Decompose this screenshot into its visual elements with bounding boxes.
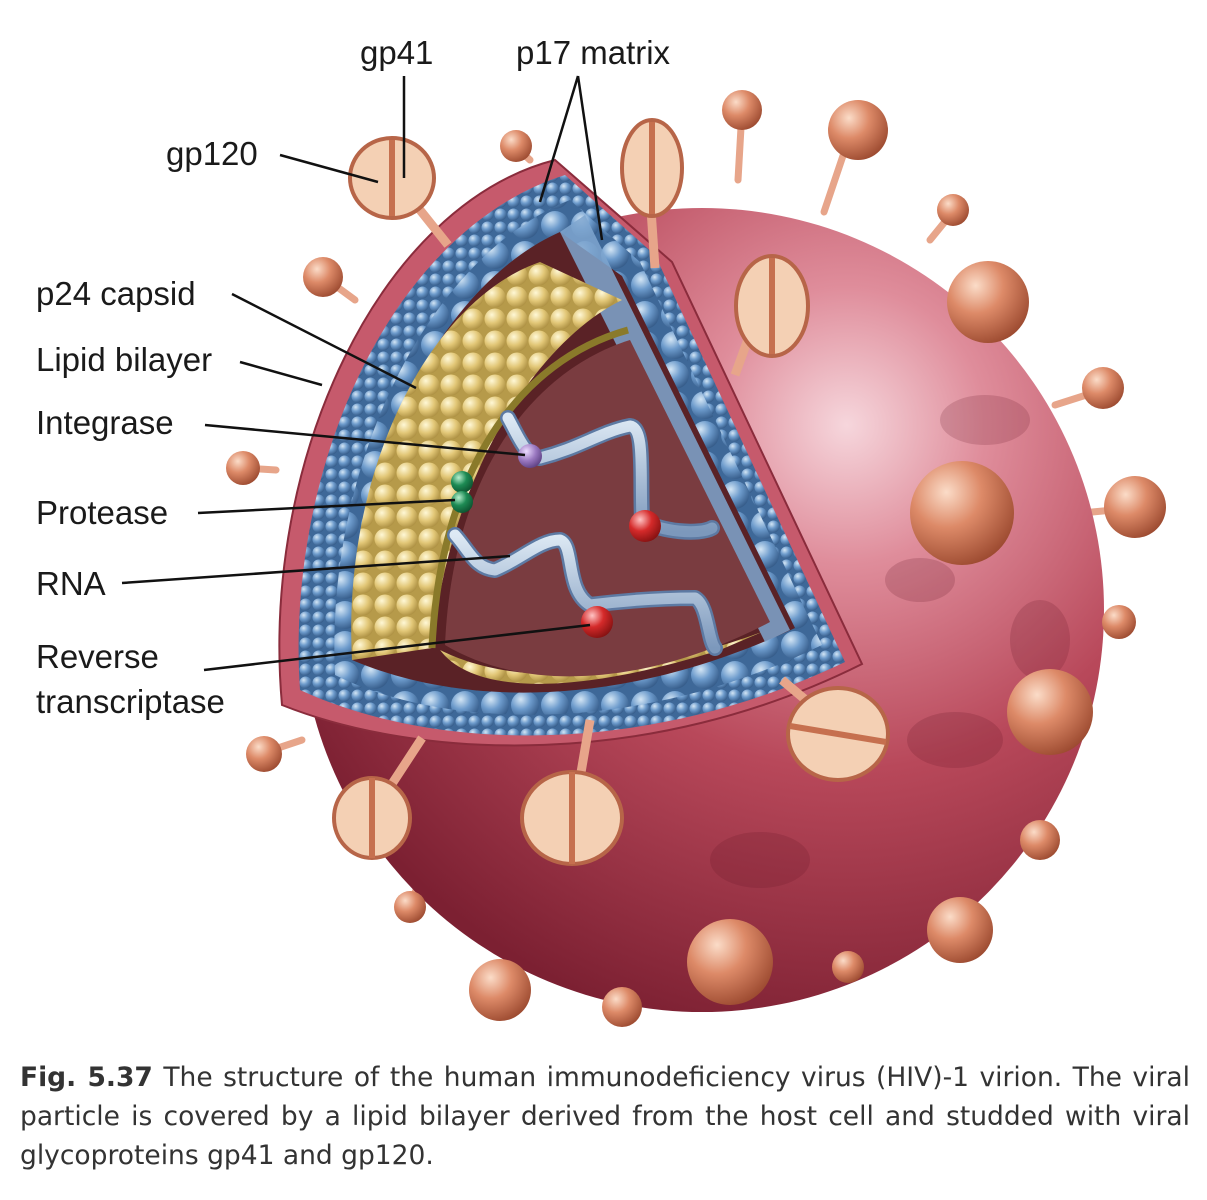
leader-lines [121,75,604,672]
cut-spike-top-left [348,136,452,248]
cut-glycoprotein-spikes [332,118,890,866]
label-gp120: gp120 [166,135,258,172]
surface-spikes [226,90,1166,1027]
integrase-molecule [518,444,542,468]
cut-spike-right [730,254,810,377]
protease-molecule-2 [451,491,473,513]
cut-spike-bottom-right [779,676,890,782]
figure-caption: Fig. 5.37 The structure of the human imm… [20,1058,1190,1175]
figure-number: Fig. 5.37 [20,1062,153,1093]
cut-spike-bottom [520,719,624,866]
label-transcriptase: transcriptase [36,683,225,720]
label-lipid-bilayer: Lipid bilayer [36,341,212,378]
label-gp41: gp41 [360,34,433,71]
cut-spike-bottom-left [332,735,426,860]
reverse-transcriptase-1 [629,510,661,542]
label-rna: RNA [36,565,106,602]
protease-molecule-1 [451,471,473,493]
hiv-virion-diagram: gp41 p17 matrix gp120 p24 capsid Lipid b… [36,34,1166,1027]
label-protease: Protease [36,494,168,531]
label-integrase: Integrase [36,404,174,441]
label-reverse: Reverse [36,638,159,675]
caption-text: The structure of the human immunodeficie… [20,1062,1190,1171]
label-p17-matrix: p17 matrix [516,34,671,71]
cut-spike-top [620,118,684,269]
reverse-transcriptase-2 [581,606,613,638]
surface-shading [710,395,1070,888]
label-p24-capsid: p24 capsid [36,275,196,312]
labels: gp41 p17 matrix gp120 p24 capsid Lipid b… [36,34,671,720]
